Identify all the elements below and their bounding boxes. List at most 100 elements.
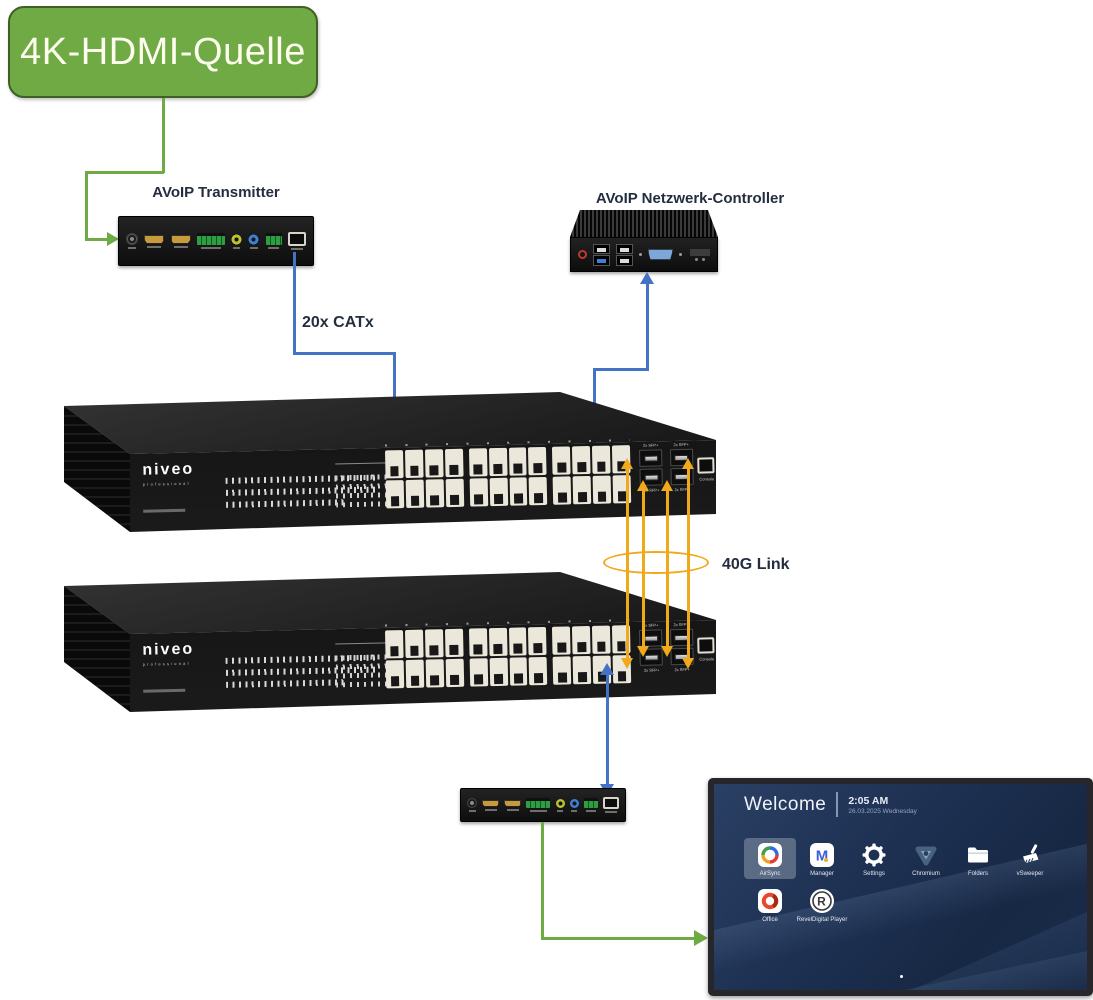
terminal-block-port (526, 798, 551, 812)
rj45-port (592, 445, 611, 474)
time-text: 2:05 AM (848, 794, 889, 807)
arrowhead-into-switch2 (600, 663, 614, 675)
rj45-port (425, 659, 444, 688)
rj45-port (404, 449, 424, 478)
avoip-transmitter-device (118, 216, 314, 266)
rj45-port (528, 626, 547, 656)
app-label: Office (762, 917, 778, 923)
settings-gear-icon (862, 843, 886, 867)
rj45-port (405, 479, 425, 508)
folder-icon (968, 847, 988, 863)
power-terminal-port (265, 233, 282, 249)
lan-rj45-port (287, 232, 306, 250)
rj45-port (404, 629, 424, 658)
avoip-receiver-device (460, 788, 626, 822)
rj45-port (509, 657, 528, 686)
rj45-port (528, 446, 547, 476)
vga-screw-right (679, 253, 682, 256)
cable-source-seg2 (85, 171, 164, 174)
arrowhead-down-4 (682, 658, 694, 669)
led-indicator (694, 257, 698, 261)
led-matrix (335, 470, 392, 508)
rj45-port (488, 447, 508, 477)
office-icon (758, 889, 782, 913)
controller-heatsink (570, 210, 718, 237)
app-tile-airsync[interactable]: AirSync (744, 838, 796, 879)
rj45-port (469, 658, 488, 687)
arrowhead-into-controller (640, 272, 654, 284)
app-label: Chromium (912, 871, 940, 877)
hdmi-source-box: 4K-HDMI-Quelle (8, 6, 318, 98)
audio-in-jack (569, 798, 579, 812)
date-text: 26.03.2025 Wednesday (848, 807, 917, 815)
antenna-connector (126, 233, 138, 249)
usb-ports-left (592, 243, 610, 266)
app-tile-office[interactable]: Office (744, 884, 796, 925)
rj45-port (488, 627, 508, 657)
led-indicator (701, 257, 705, 261)
app-tile-settings[interactable]: Settings (848, 838, 900, 879)
cable-display-seg2 (541, 937, 696, 940)
audio-in-jack (248, 233, 260, 249)
cable-source-seg4 (85, 238, 109, 241)
svg-text:R: R (817, 895, 826, 909)
rj45-port (552, 476, 572, 505)
app-tile-reveldigital[interactable]: R RevelDigital Player (796, 884, 848, 925)
rj45-port (424, 629, 444, 658)
rj45-port (572, 475, 592, 505)
arrowhead-down-2 (637, 646, 649, 657)
rj45-port (508, 447, 527, 476)
app-tile-manager[interactable]: M Manager (796, 838, 848, 879)
power-terminal-port (583, 798, 598, 812)
rj45-port (529, 476, 548, 506)
rj45-port (489, 477, 508, 507)
arrowhead-into-display (694, 930, 708, 946)
app-label: Folders (967, 871, 988, 877)
rj45-port (572, 625, 591, 655)
chromium-icon (915, 846, 937, 866)
arrowhead-up-3 (661, 480, 673, 491)
clock: 2:05 AM 26.03.2025 Wednesday (848, 795, 917, 815)
app-tile-vsweeper[interactable]: vSweeper (1004, 838, 1056, 879)
hdmi-in-port (144, 234, 165, 248)
rj45-port (384, 450, 404, 479)
cable-receiver-seg (606, 674, 609, 786)
link-bundle-ellipse (603, 551, 709, 574)
rj45-port (469, 478, 488, 507)
switch-model-text (143, 508, 186, 513)
rj45-port (592, 475, 612, 504)
terminal-block-port (196, 233, 225, 249)
avoip-controller-device (570, 210, 718, 272)
hdmi-source-label: 4K-HDMI-Quelle (20, 30, 306, 73)
catx-label: 20x CATx (302, 314, 374, 331)
cable-catx-seg2 (293, 352, 395, 355)
rj45-port (384, 630, 404, 659)
power-button (578, 250, 587, 259)
app-tile-folders[interactable]: Folders (952, 838, 1004, 879)
rj45-port (508, 627, 527, 656)
rj45-port (572, 655, 592, 685)
hdmi-out-port (170, 234, 191, 248)
rj45-port (509, 477, 528, 506)
hdmi-out-port (504, 799, 522, 811)
rj45-port (572, 445, 591, 475)
lan-rj45-port (602, 797, 619, 813)
cable-source-seg3 (85, 171, 88, 240)
welcome-divider (836, 792, 839, 817)
cable-display-seg1 (541, 822, 544, 939)
welcome-text: Welcome (744, 793, 827, 815)
rj45-port (444, 448, 464, 478)
arrowhead-up-1 (621, 458, 633, 469)
audio-out-jack (231, 233, 243, 249)
display-device: Welcome 2:05 AM 26.03.2025 Wednesday Air… (708, 778, 1093, 996)
transmitter-label: AVoIP Transmitter (152, 184, 280, 201)
rj45-port (424, 449, 444, 478)
rj45-port (425, 479, 444, 508)
app-label: vSweeper (1016, 871, 1044, 877)
app-tile-chromium[interactable]: Chromium (900, 838, 952, 879)
arrowhead-up-4 (682, 458, 694, 469)
rj45-port-bank (384, 445, 632, 509)
